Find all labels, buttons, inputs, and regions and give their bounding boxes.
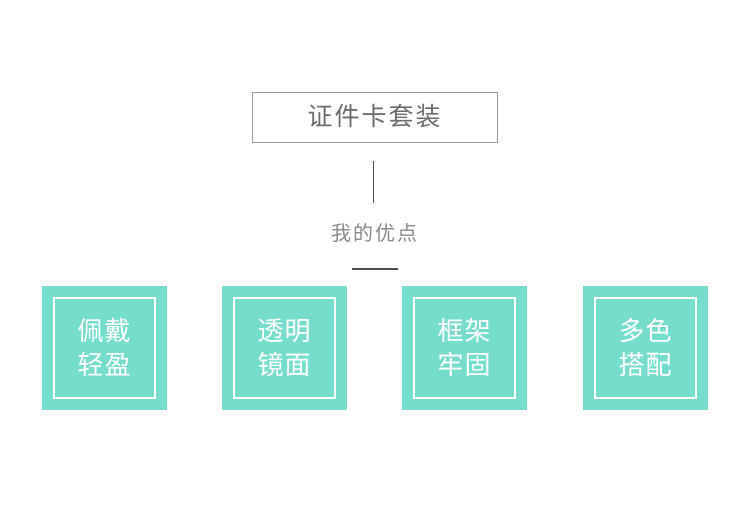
card-label-line1: 佩戴 [77,316,132,346]
feature-card-row: 佩戴 轻盈 透明 镜面 框架 牢固 多色 搭配 [42,286,709,410]
feature-card: 框架 牢固 [402,286,527,410]
product-title-box: 证件卡套装 [252,92,498,143]
card-label-line2: 镜面 [257,350,312,380]
card-inner-frame: 框架 牢固 [413,297,516,399]
feature-card: 透明 镜面 [222,286,347,410]
card-label-line2: 牢固 [437,350,492,380]
card-inner-frame: 透明 镜面 [233,297,336,399]
subtitle-divider [352,268,398,270]
card-label-line2: 轻盈 [77,350,132,380]
card-label-line1: 透明 [257,316,312,346]
card-label-line1: 框架 [437,316,492,346]
page-title: 证件卡套装 [307,103,443,131]
card-inner-frame: 多色 搭配 [594,297,697,399]
vertical-connector-line [373,161,374,203]
feature-card: 多色 搭配 [583,286,708,410]
card-label-line1: 多色 [618,316,673,346]
card-label-line2: 搭配 [618,350,673,380]
feature-card: 佩戴 轻盈 [42,286,167,410]
card-inner-frame: 佩戴 轻盈 [53,297,156,399]
section-subtitle: 我的优点 [331,223,419,245]
